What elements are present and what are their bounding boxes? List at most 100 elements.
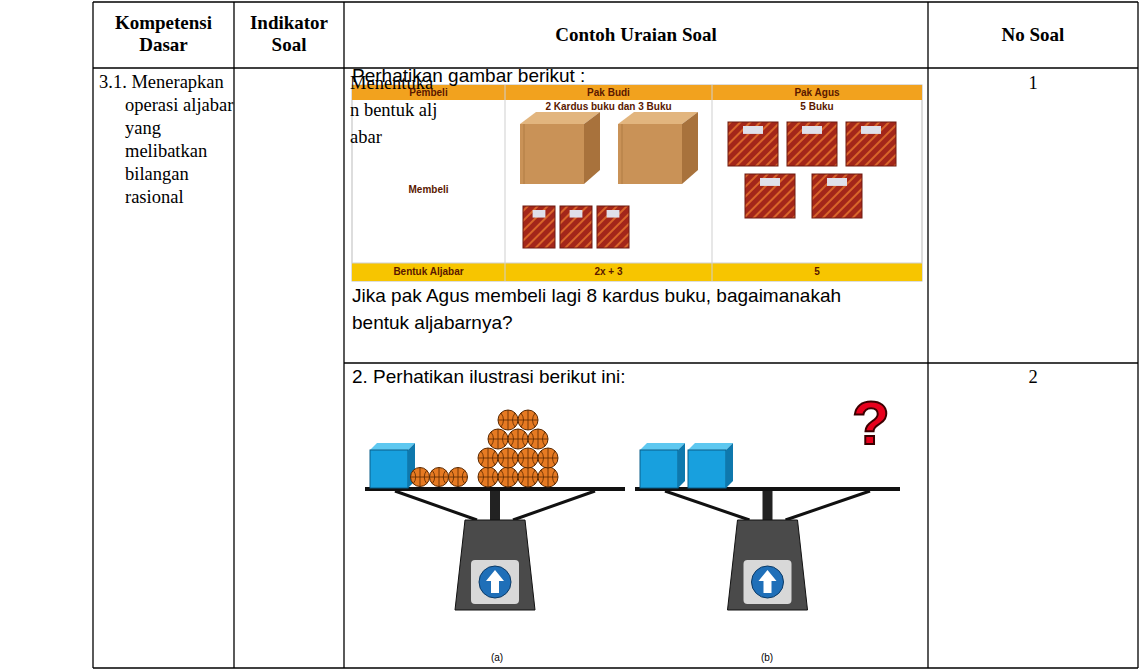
box-front	[520, 124, 584, 184]
chart-header: Pak Budi	[505, 87, 712, 99]
ball-seam	[488, 429, 508, 449]
book-icon	[728, 122, 778, 166]
ball-body	[449, 468, 468, 487]
scale-post	[490, 491, 500, 521]
scale-post	[763, 491, 773, 521]
book-cover	[728, 122, 778, 166]
chart-header: Pembeli	[352, 87, 505, 99]
basketball	[498, 448, 518, 468]
basketball	[518, 467, 538, 487]
scale-base	[455, 520, 535, 610]
ball-seam	[478, 467, 498, 487]
table-line	[927, 2, 928, 668]
ball-body	[411, 468, 430, 487]
cardboard-box	[520, 112, 600, 184]
ball-seam	[518, 410, 538, 430]
ball-seam	[508, 429, 528, 449]
basketball	[538, 448, 558, 468]
scale-arrow	[759, 570, 777, 593]
chart-frame	[352, 85, 922, 281]
ball-body	[478, 448, 498, 468]
column-header: Indikator Soal	[234, 12, 344, 56]
ball-seam	[478, 448, 498, 468]
book-icon	[523, 206, 555, 248]
basketball	[518, 410, 538, 430]
box-seam	[622, 124, 623, 184]
question-number: 1	[928, 72, 1138, 95]
book-cover	[846, 122, 896, 166]
algebra-form: 2x + 3	[505, 266, 712, 278]
ball-seam	[498, 467, 518, 487]
ball-body	[518, 467, 538, 487]
ball-body	[498, 410, 518, 430]
basketball	[430, 468, 449, 487]
cube-front	[688, 450, 726, 488]
column-header: Kompetensi Dasar	[93, 12, 234, 56]
chart-caption: 2 Kardus buku dan 3 Buku	[505, 101, 712, 113]
question-text: Perhatikan gambar berikut :	[352, 62, 852, 89]
book-icon	[560, 206, 592, 248]
balance-scale	[635, 489, 900, 610]
column-header: No Soal	[928, 24, 1138, 46]
book-cover	[812, 174, 862, 218]
question-number: 2	[928, 366, 1138, 389]
book-icon	[846, 122, 896, 166]
book-label	[827, 178, 847, 186]
basketball	[488, 429, 508, 449]
table-line	[233, 2, 234, 668]
chart-divider	[352, 263, 922, 264]
scale-panel	[471, 560, 519, 604]
cardboard-box	[618, 112, 698, 184]
table-line	[1137, 2, 1138, 668]
scale-arrow	[486, 570, 504, 593]
book-label	[760, 178, 780, 186]
chart-row-label: Bentuk Aljabar	[352, 266, 505, 278]
figure-caption: (a)	[477, 652, 517, 664]
cube-side	[678, 443, 685, 488]
scale-base	[728, 520, 808, 610]
ball-seam	[538, 448, 558, 468]
scale-arms	[395, 491, 595, 520]
ball-seam	[411, 468, 430, 487]
cube-top	[370, 443, 415, 450]
chart-header-band	[352, 85, 922, 100]
chart-footer-band	[352, 263, 922, 281]
cube-side	[726, 443, 733, 488]
table-line	[343, 2, 344, 668]
ball-body	[538, 467, 558, 487]
basketball	[449, 468, 468, 487]
book-label	[607, 210, 620, 218]
ball-seam	[498, 448, 518, 468]
book-icon	[787, 122, 837, 166]
balance-scale	[365, 489, 625, 610]
box-side	[682, 112, 698, 184]
basketball	[528, 429, 548, 449]
blue-cube	[370, 443, 415, 488]
book-label	[743, 126, 763, 134]
ball-seam	[518, 467, 538, 487]
question-text: 2. Perhatikan ilustrasi berikut ini:	[352, 363, 872, 390]
table-line	[93, 1, 1138, 2]
ball-body	[430, 468, 449, 487]
scale-button	[479, 566, 511, 598]
book-label	[570, 210, 583, 218]
box-side	[584, 112, 600, 184]
ball-body	[518, 410, 538, 430]
book-cover	[597, 206, 629, 248]
basketball	[498, 410, 518, 430]
chart-caption: 5 Buku	[712, 101, 922, 113]
ball-body	[488, 429, 508, 449]
table-line	[93, 667, 1138, 668]
book-label	[802, 126, 822, 134]
cube-front	[640, 450, 678, 488]
blue-cube	[640, 443, 685, 488]
ball-seam	[538, 467, 558, 487]
chart-header: Pak Agus	[712, 87, 922, 99]
ball-body	[528, 429, 548, 449]
chart-row-label: Membeli	[352, 184, 505, 196]
book-cover	[787, 122, 837, 166]
table-grid	[93, 2, 1138, 668]
ball-body	[498, 467, 518, 487]
ball-body	[478, 467, 498, 487]
ball-seam	[430, 468, 449, 487]
